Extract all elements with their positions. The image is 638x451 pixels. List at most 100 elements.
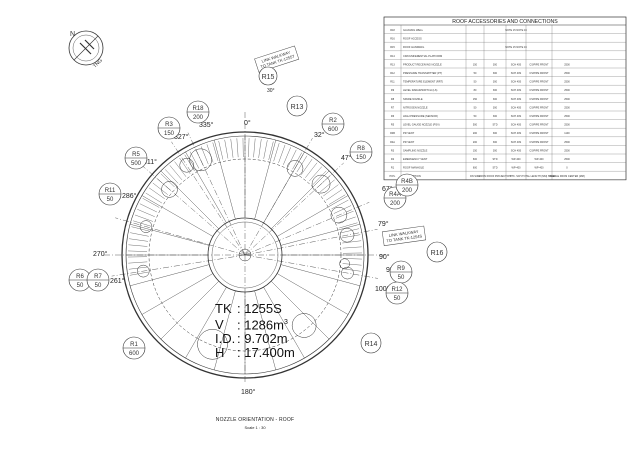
stair-tread [283,147,291,165]
angle-47: 47° [341,154,352,162]
stair-tread [335,211,354,219]
angle-0: 0° [244,119,251,127]
table-cell: 2500 [564,106,570,109]
roof-nozzle-circle [197,329,228,360]
stair-tread [326,189,343,201]
roof-nozzle-circle [330,206,348,224]
table-cell: 150 [473,63,478,66]
stair-tread [341,234,361,239]
stair-tread [152,182,168,195]
table-cell: SCH 40S [511,89,522,92]
stair-tread [165,169,179,184]
stair-tread [342,246,362,249]
stair-tread [128,250,148,252]
roof-nozzle-circle [311,174,331,194]
table-cell: TOTAL LENGTH (MM) STEEL [522,175,556,178]
roof-nozzle-circle [179,158,194,173]
stair-tread [142,198,160,208]
svg-text:600: 600 [129,351,140,357]
table-cell: CS/PIPE FRONT [529,132,549,135]
drawing-title: NOZZLE ORIENTATION - ROOF [215,417,295,423]
stair-tread [145,192,162,204]
table-cell: ROOF ACCESS [403,37,422,41]
stair-tread [340,228,360,234]
axis-radial [244,202,370,256]
rafter-line [280,224,360,246]
rafter-line [280,264,360,286]
stair-tread [156,178,172,191]
svg-text:R12: R12 [391,287,403,293]
rafter-line [263,286,305,359]
svg-text:50: 50 [398,275,405,281]
table-cell: SCH 40S [511,106,522,109]
stair-tread [149,187,165,199]
table-cell: CIRCUMFERENTIAL PLATFORM [403,54,442,58]
table-cell: 600 [473,167,478,170]
walkway-right-line1: LINK WALKWAY [389,229,420,238]
rafter-line [271,170,330,229]
table-cell: PR VENT [403,131,415,135]
stair-tread [139,203,157,213]
table-cell: NOTE 15 NOTE 16 [505,46,527,49]
angle-32: 32° [314,131,325,139]
table-cell: 300 [493,149,498,152]
tank-id-value: : 9.702m [237,331,288,347]
table-cell: 2500 [564,72,570,75]
drawing-scale: Scale 1 : 30 [244,425,266,430]
svg-text:R15: R15 [262,74,275,81]
table-cell: 300 [493,132,498,135]
table-cell: HIGH PRESSURE (SENSOR) [403,114,438,118]
svg-text:R4A: R4A [389,192,401,198]
table-cell: 50 [474,81,477,84]
table-frame [383,16,627,181]
table-cell: 2500 [564,81,570,84]
stair-tread [273,143,280,162]
table-cell: 2500 [564,63,570,66]
table-cell: R5 [391,124,395,127]
svg-text:200: 200 [390,201,401,207]
table-cell: SCH 40S [511,141,522,144]
table-cell: POS. [390,175,396,178]
table-cell: WP-400 [534,158,544,161]
tag-r8: R8 150 [349,140,373,164]
angle-311: 311° [143,158,157,166]
tag-r5: R5 500 [124,146,148,170]
angle-286: 286° [122,192,137,200]
stair-tread [258,139,262,158]
table-cell: SCH 40S [511,63,522,66]
stair-tread [339,222,358,229]
rafter-line [130,224,210,246]
table-cell: 300 [493,89,498,92]
axis-radial [244,137,313,256]
table-cell: PRODUCT RECEIVING NOZZLE [403,62,442,66]
table-cell: 300 [493,115,498,118]
table-cell: R12 [390,72,395,75]
angle-335: 335° [199,121,214,129]
table-cell: R15 [390,46,395,49]
table-cell: 2500 [564,115,570,118]
table-cell: CS/PIPE FRONT [529,141,549,144]
table-cell: R16 [390,38,395,41]
roof-nozzle-circle [341,266,354,280]
table-cell: NITROGEN NOZZLE [403,105,428,109]
table-cell: SCH 40S [511,149,522,152]
tank-h-row: H: 17.400m [215,346,335,360]
stair-tread [133,220,152,227]
svg-text:50: 50 [394,296,401,302]
walkway-right-line2: TO TANK TK-1254S [386,233,423,243]
stair-tread [323,184,339,197]
angle-100: 100° [375,285,390,293]
table-cell: STD [493,167,498,170]
table-cell: 300 [493,98,498,101]
drawing-footer: NOZZLE ORIENTATION - ROOF Scale 1 : 30 [200,417,310,430]
rafter-line [276,195,349,237]
rafter-line [254,290,276,370]
table-cell: STD [493,158,498,161]
table-cell: R8 [391,98,395,101]
angle-79: 79° [378,220,389,228]
stair-tread [305,162,318,178]
table-cell: LEVEL RADAR/SWITCH (LS) [403,88,437,92]
roof-nozzle-circle [161,181,178,198]
table-cell: 0 [566,167,568,170]
